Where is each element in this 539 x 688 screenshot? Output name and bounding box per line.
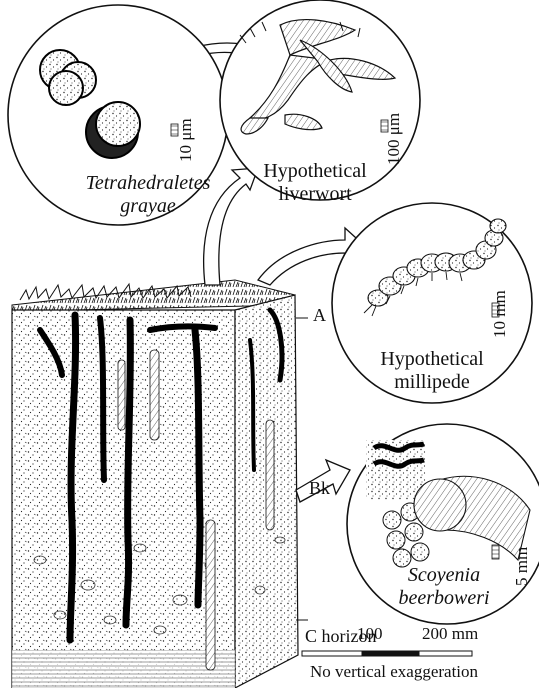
liverwort-name-line1: Hypothetical [250, 160, 380, 183]
spore-name-line2: grayae [83, 195, 213, 218]
horizon-bk-label: Bk [309, 478, 330, 499]
scale-tick-100: 100 [357, 624, 383, 644]
millipede-name: Hypothetical millipede [367, 348, 497, 394]
burrow-name-line1: Scoyenia [379, 564, 509, 587]
spore-scale-label: 10 μm [176, 118, 196, 162]
horizon-a-label: A [313, 305, 326, 326]
millipede-name-line2: millipede [367, 371, 497, 394]
soil-block [12, 280, 308, 688]
scale-note: No vertical exaggeration [310, 662, 478, 682]
liverwort-scale-label: 100 μm [384, 113, 404, 165]
burrow-name-line2: beerboweri [379, 587, 509, 610]
burrow-scale-label: 5 mm [512, 547, 532, 586]
millipede-scale-label: 10 mm [490, 290, 510, 338]
liverwort-name-line2: liverwort [250, 183, 380, 206]
liverwort-name: Hypothetical liverwort [250, 160, 380, 206]
spore-name: Tetrahedraletes grayae [83, 172, 213, 218]
burrow-name: Scoyenia beerboweri [379, 564, 509, 610]
spore-name-line1: Tetrahedraletes [83, 172, 213, 195]
millipede-name-line1: Hypothetical [367, 348, 497, 371]
scale-bar [302, 651, 472, 656]
c-horizon-base [12, 650, 235, 688]
scale-tick-200: 200 mm [422, 624, 478, 644]
